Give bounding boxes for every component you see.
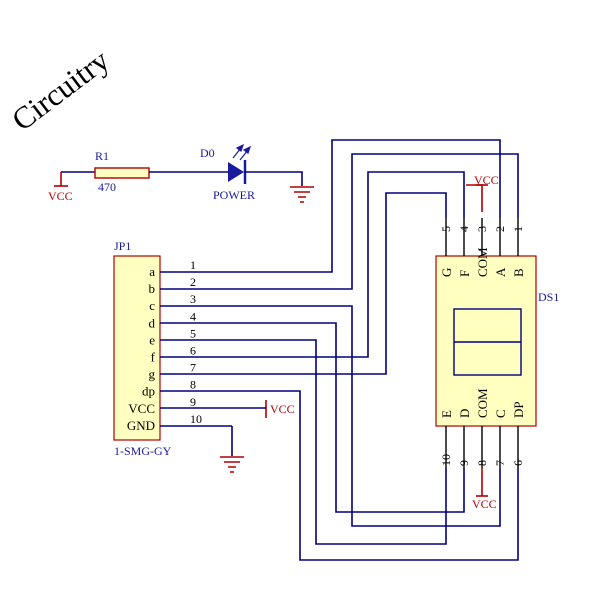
ds1-pin-label: A xyxy=(493,267,508,277)
jp1-pin-number: 2 xyxy=(190,275,196,289)
jp1-pin-label: b xyxy=(149,281,156,296)
ds1-pin-number: 3 xyxy=(475,226,489,232)
ds1-pin-label: G xyxy=(439,268,454,277)
ds1-pin-label: E xyxy=(439,410,454,418)
jp1-pin-number: 8 xyxy=(190,378,196,392)
wire-e-to-E xyxy=(160,339,447,545)
display-ds1-ref: DS1 xyxy=(538,290,559,304)
connector-jp1-ref: JP1 xyxy=(114,239,131,253)
ds1-top-vcc-wire xyxy=(466,184,483,212)
jp1-pin-number: 6 xyxy=(190,344,196,358)
ds1-pin-number: 10 xyxy=(439,454,453,466)
led-ground-symbol xyxy=(290,186,314,203)
wire-b-to-B xyxy=(160,153,519,290)
jp1-pin-label: e xyxy=(149,332,155,347)
jp1-pin-label: dp xyxy=(142,384,155,399)
connector-jp1-body xyxy=(113,255,161,441)
wire-dp-to-DP xyxy=(160,390,519,561)
ds1-pin-label: COM xyxy=(475,388,490,418)
connector-jp1-part: 1-SMG-GY xyxy=(114,444,172,458)
jp1-pin-label: f xyxy=(151,350,156,365)
jp1-ground-symbol xyxy=(220,456,244,473)
jp1-pin-number: 7 xyxy=(190,361,196,375)
led-ground-wire xyxy=(245,171,303,186)
ds1-pin-label: DP xyxy=(511,401,526,418)
ds1-pin-label: F xyxy=(457,270,472,277)
led-light-arrows-icon xyxy=(232,143,252,161)
jp1-pin-number: 1 xyxy=(190,258,196,272)
routing-wires xyxy=(160,139,519,561)
jp1-pin-label: VCC xyxy=(128,401,155,416)
jp1-vcc-label: VCC xyxy=(270,402,295,416)
led-d0-triangle xyxy=(228,162,244,182)
ds1-pin-number: 5 xyxy=(439,226,453,232)
jp1-pin-number: 4 xyxy=(190,309,196,323)
jp1-pin-number: 3 xyxy=(190,292,196,306)
resistor-r1-value: 470 xyxy=(98,180,116,194)
wire-a-to-A xyxy=(160,139,501,273)
jp1-pin-number: 9 xyxy=(190,395,196,409)
jp1-pin-label: d xyxy=(149,315,156,330)
ds1-pin-number: 2 xyxy=(493,226,507,232)
power-led-circuit: VCC R1 470 D0 POWER xyxy=(48,143,314,203)
seven-segment-icon xyxy=(453,308,522,376)
wire-g-to-G xyxy=(160,192,447,375)
jp1-pin-number: 10 xyxy=(190,412,202,426)
ds1-pin-number: 8 xyxy=(475,460,489,466)
jp1-pin-label: g xyxy=(149,367,156,382)
wire-d-to-D xyxy=(160,322,465,513)
resistor-r1-ref: R1 xyxy=(95,149,109,163)
ds1-pin-label: D xyxy=(457,409,472,418)
led-d0-ref: D0 xyxy=(200,146,215,160)
ds1-pin-number: 1 xyxy=(511,226,525,232)
ds1-pin-label: B xyxy=(511,268,526,277)
jp1-pin-label: GND xyxy=(127,418,155,433)
jp1-pin-number: 5 xyxy=(190,326,196,340)
display-ds1-body xyxy=(435,255,537,427)
ds1-pin-label: C xyxy=(493,409,508,418)
wire-c-to-C xyxy=(160,305,501,527)
ds1-top-vcc-label: VCC xyxy=(474,173,499,187)
wire-f-to-F xyxy=(160,171,465,358)
jp1-pin-label: a xyxy=(149,264,155,279)
led-d0-label: POWER xyxy=(213,188,255,202)
ds1-pin-number: 4 xyxy=(457,226,471,232)
display-ds1-bottom-pins: 10 E 9 D 8 COM 7 C 6 DP xyxy=(439,388,526,468)
jp1-pin-label: c xyxy=(149,298,155,313)
r1-vcc-label: VCC xyxy=(48,189,73,203)
ds1-bottom-vcc-label: VCC xyxy=(472,497,497,511)
diagram-title: Circuitry xyxy=(5,42,116,138)
resistor-r1 xyxy=(94,167,150,179)
ds1-pin-number: 9 xyxy=(457,460,471,466)
ds1-pin-number: 7 xyxy=(493,460,507,466)
ds1-pin-label: COM xyxy=(475,247,490,277)
ds1-pin-number: 6 xyxy=(511,460,525,466)
